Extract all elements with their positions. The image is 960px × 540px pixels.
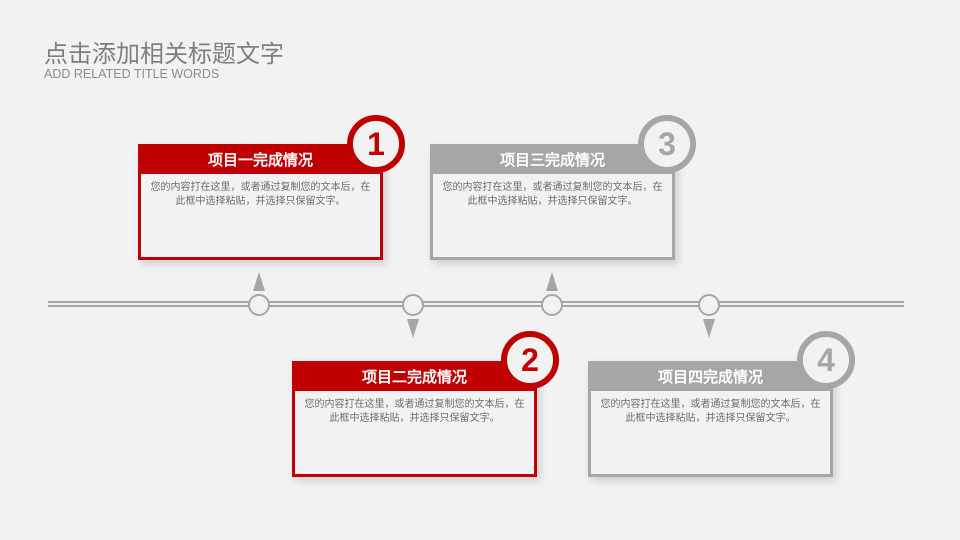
page-title: 点击添加相关标题文字 (44, 40, 284, 68)
card-title: 项目一完成情况 (141, 147, 380, 174)
arrow-up-icon (253, 272, 265, 291)
timeline-rail-bottom (48, 305, 904, 307)
project-card-2[interactable]: 项目二完成情况 您的内容打在这里，或者通过复制您的文本后，在此框中选择粘贴，并选… (292, 361, 537, 477)
arrow-up-icon (546, 272, 558, 291)
number-badge-2: 2 (501, 331, 559, 389)
card-title: 项目二完成情况 (295, 364, 534, 391)
card-body-text: 您的内容打在这里，或者通过复制您的文本后，在此框中选择粘贴，并选择只保留文字。 (304, 399, 525, 424)
card-title: 项目四完成情况 (591, 364, 830, 391)
number-badge-4: 4 (797, 331, 855, 389)
card-body-text: 您的内容打在这里，或者通过复制您的文本后，在此框中选择粘贴，并选择只保留文字。 (600, 399, 821, 424)
number-badge-1: 1 (347, 115, 405, 173)
timeline-rail-top (48, 301, 904, 303)
project-card-3[interactable]: 项目三完成情况 您的内容打在这里，或者通过复制您的文本后，在此框中选择粘贴，并选… (430, 144, 675, 260)
arrow-down-icon (703, 319, 715, 338)
project-card-1[interactable]: 项目一完成情况 您的内容打在这里，或者通过复制您的文本后，在此框中选择粘贴，并选… (138, 144, 383, 260)
project-card-4[interactable]: 项目四完成情况 您的内容打在这里，或者通过复制您的文本后，在此框中选择粘贴，并选… (588, 361, 833, 477)
timeline-line (48, 301, 904, 309)
arrow-down-icon (407, 319, 419, 338)
timeline-node-1[interactable] (248, 294, 270, 316)
page-subtitle: ADD RELATED TITLE WORDS (44, 67, 220, 81)
card-title: 项目三完成情况 (433, 147, 672, 174)
number-badge-3: 3 (638, 115, 696, 173)
card-body-text: 您的内容打在这里，或者通过复制您的文本后，在此框中选择粘贴，并选择只保留文字。 (150, 182, 371, 207)
timeline-node-2[interactable] (402, 294, 424, 316)
timeline-node-4[interactable] (698, 294, 720, 316)
timeline-node-3[interactable] (541, 294, 563, 316)
card-body-text: 您的内容打在这里，或者通过复制您的文本后，在此框中选择粘贴，并选择只保留文字。 (442, 182, 663, 207)
